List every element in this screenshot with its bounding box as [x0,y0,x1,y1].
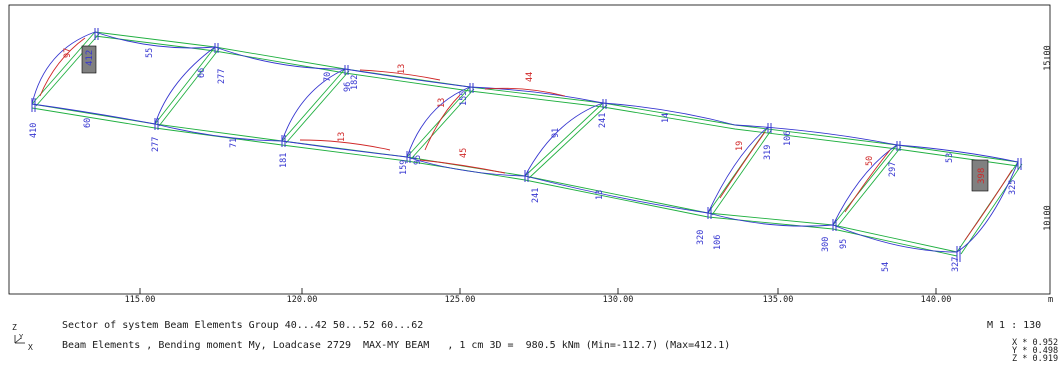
axis-label-z: Z [12,323,17,332]
plot-frame [8,4,1051,295]
x-tick-label: 115.00 [125,295,156,305]
beam-front [31,103,958,253]
moment-value-label: 320 [696,230,706,245]
moment-value-label: 53 [945,153,955,163]
moment-value-label: 182 [350,75,360,90]
moment-value-label: 106 [783,131,793,146]
support-label-right: 398 [977,168,987,184]
moment-labels-red: 97 13 44 13 13 45 19 50 [63,48,875,166]
moment-value-label: 71 [229,138,239,148]
y-axis [1044,57,1050,219]
moment-value-label: 277 [217,69,227,84]
moment-value-label: 300 [821,237,831,252]
moment-value-label: 241 [598,113,608,128]
beam-back [94,31,1019,163]
moment-value-label: 96 [343,82,353,92]
moment-value-label: 95 [413,155,423,165]
caption-line-2: Beam Elements , Bending moment My, Loadc… [62,340,731,351]
cross-beam [281,68,346,142]
support-block-right [971,159,989,192]
cross-beam [524,102,604,177]
cross-beam [31,31,96,105]
negative-moment-value-label: 44 [525,72,535,82]
moment-value-label: 181 [279,153,289,168]
cross-beam [154,46,216,125]
negative-moment-value-label: 13 [397,64,407,74]
caption-line-1: Sector of system Beam Elements Group 40.… [62,320,424,331]
moment-value-label: 55 [145,48,155,58]
moment-value-label: 95 [839,239,849,249]
x-tick-label: 120.00 [287,295,318,305]
x-axis [139,288,937,294]
support-label-left: 412 [85,50,95,66]
x-tick-label: 125.00 [445,295,476,305]
moment-value-label: 159 [399,160,409,175]
x-tick-labels: 115.00 120.00 125.00 130.00 135.00 140.00 [125,295,952,305]
x-tick-label: 140.00 [921,295,952,305]
moment-labels-blue: 410 60 277 71 181 159 241 13 320 106 300 54 327 55 66 2… [29,48,1018,272]
moment-curves [31,31,1019,253]
cross-beam [406,86,471,158]
moment-value-label: 14 [661,113,671,123]
moment-value-label: 91 [551,128,561,138]
cross-beam [832,144,898,226]
moment-value-label: 325 [1008,180,1018,195]
view-factor-z: Z * 0.919 [1012,354,1059,364]
y-tick-label: 15.00 [1043,45,1053,71]
moment-value-label: 297 [888,162,898,177]
moment-value-label: 277 [151,137,161,152]
moment-value-label: 319 [763,145,773,160]
node-ticks [31,28,1022,262]
view-factor-x: X * 0.952 [1012,338,1059,348]
negative-moment-value-label: 50 [865,156,875,166]
moment-value-label: 60 [83,118,93,128]
moment-value-label: 327 [951,257,961,272]
beam-axes [31,31,1023,257]
support-block-left [81,45,97,74]
axis-triad-icon [14,335,25,344]
negative-moment-value-label: 13 [337,132,347,142]
moment-value-label: 106 [713,235,723,250]
x-tick-label: 135.00 [763,295,794,305]
axis-label-y: Y [19,333,24,341]
view-factor-y: Y * 0.498 [1012,346,1059,356]
moment-value-label: 54 [881,262,891,272]
y-tick-label: 10.00 [1043,205,1053,231]
x-unit: m [1048,295,1053,305]
moment-value-label: 241 [531,188,541,203]
negative-moment-value-label: 19 [735,141,745,151]
negative-moment-value-label: 45 [459,148,469,158]
axis-label-x: X [28,343,33,352]
scale-label: M 1 : 130 [987,320,1042,331]
moment-value-label: 410 [29,123,39,138]
negative-moment-curves [39,37,1013,241]
moment-value-label: 13 [595,190,605,200]
negative-moment-value-label: 13 [437,98,447,108]
negative-moment-value-label: 97 [63,48,73,58]
moment-value-label: 70 [323,72,333,82]
moment-value-label: 155 [459,91,469,106]
x-tick-label: 130.00 [603,295,634,305]
moment-value-label: 66 [197,68,207,78]
